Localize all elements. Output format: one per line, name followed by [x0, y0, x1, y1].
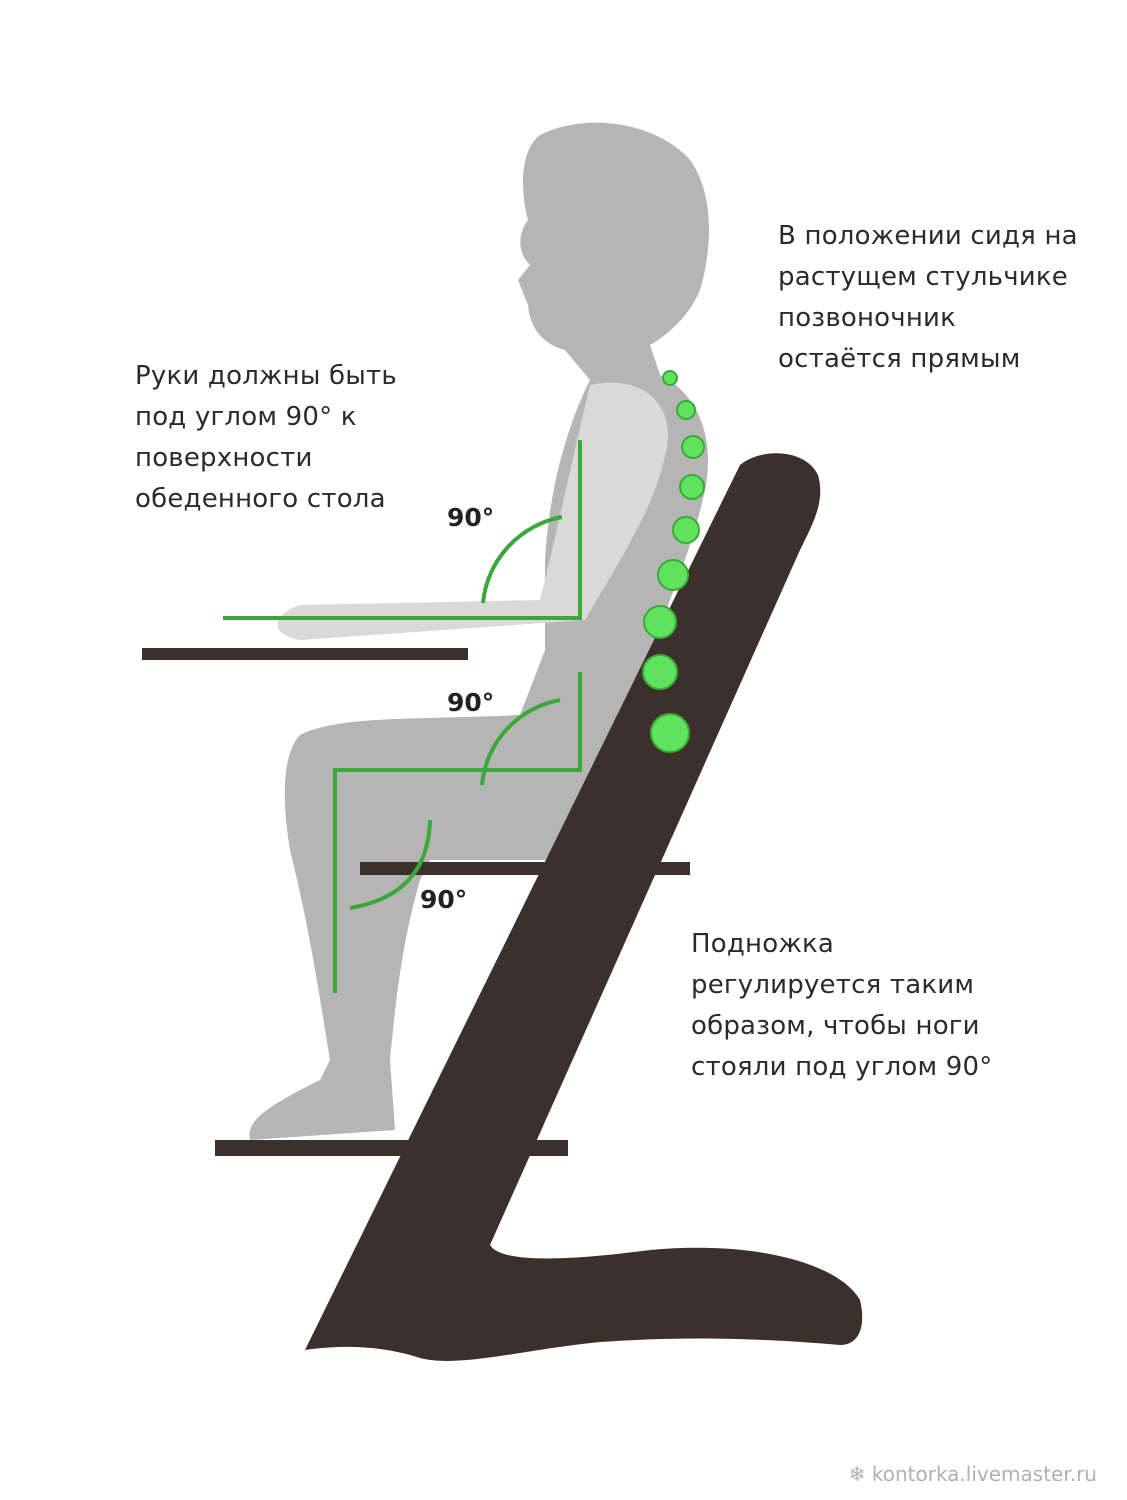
- snowflake-icon: ❄: [848, 1462, 872, 1486]
- footrest: [215, 1140, 568, 1156]
- elbow-arc: [481, 515, 563, 604]
- chair: [305, 453, 863, 1361]
- hip-guide: [333, 672, 582, 993]
- elbow-guide: [223, 440, 582, 620]
- arms-note: Руки должны быть под углом 90° к поверхн…: [135, 361, 397, 514]
- elbow-angle-label: 90°: [447, 503, 495, 532]
- watermark-text: kontorka.livemaster.ru: [871, 1462, 1097, 1486]
- watermark: ❄ kontorka.livemaster.ru: [849, 1462, 1097, 1486]
- knee-arc: [349, 819, 432, 910]
- spine-note: В положении сидя на растущем стульчике п…: [778, 221, 1078, 374]
- knee-angle-label: 90°: [420, 885, 468, 914]
- spine-vertebrae: [642, 370, 705, 753]
- footrest-note: Подножка регулируется таким образом, что…: [691, 929, 993, 1082]
- hip-arc: [480, 698, 561, 786]
- angle-guides: [223, 440, 582, 993]
- hip-angle-label: 90°: [447, 688, 495, 717]
- child-silhouette: [249, 122, 710, 1140]
- table-top: [142, 648, 468, 660]
- seat: [360, 862, 690, 875]
